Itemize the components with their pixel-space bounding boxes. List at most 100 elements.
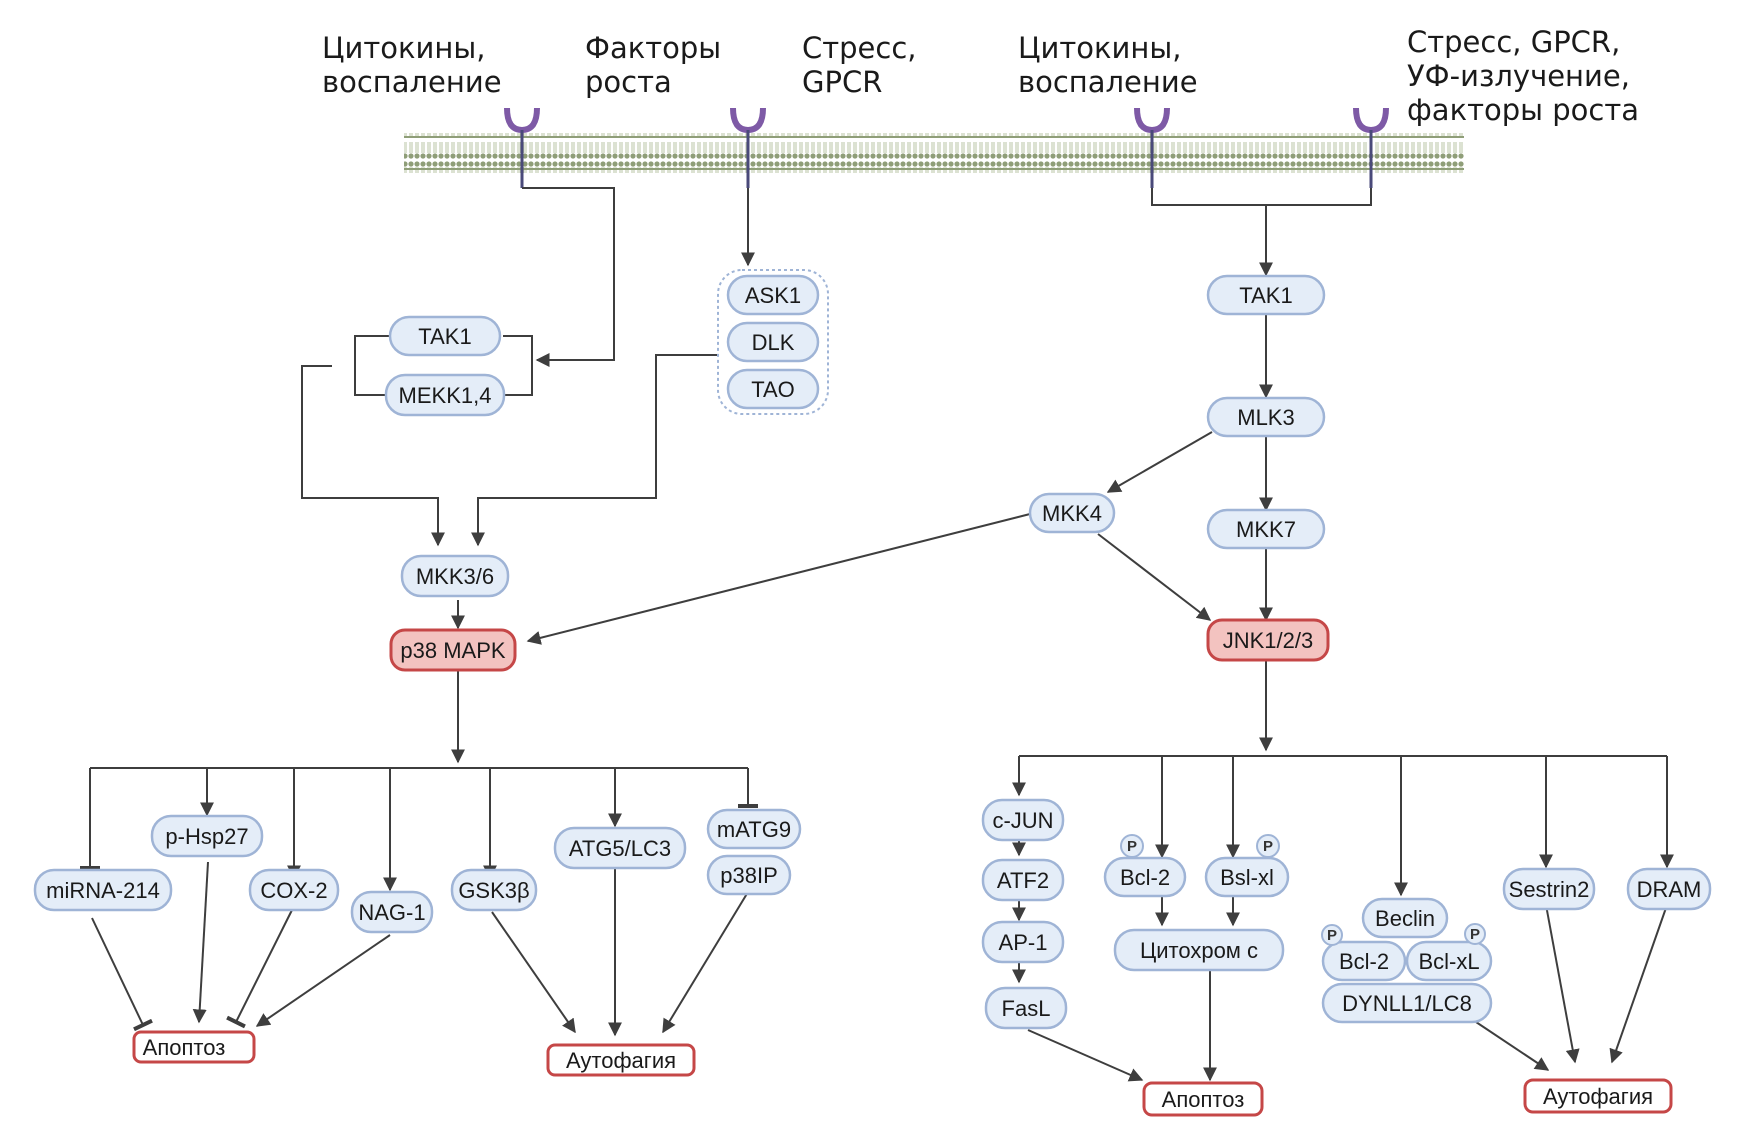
svg-text:DRAM: DRAM [1637,877,1702,902]
svg-text:Bcl-xL: Bcl-xL [1418,949,1479,974]
receptor-icon [1353,107,1389,188]
node-bcl2-complex: Bcl-2 [1321,940,1407,982]
svg-text:роста: роста [585,65,672,99]
svg-text:MKK4: MKK4 [1042,501,1102,526]
svg-text:MKK3/6: MKK3/6 [416,564,494,589]
node-c-jun: c-JUN [981,798,1065,842]
node-mkk36: MKK3/6 [400,554,510,598]
svg-text:УФ-излучение,: УФ-излучение, [1407,59,1630,93]
svg-text:факторы роста: факторы роста [1407,93,1639,127]
receptor-icon [1134,107,1170,188]
stimulus-label-growth-factors: Факторы роста [585,31,721,99]
svg-text:Bcl-2: Bcl-2 [1339,949,1389,974]
node-matg9: mATG9 [706,808,802,850]
svg-text:TAO: TAO [751,377,795,402]
node-tao: TAO [726,368,820,410]
svg-text:p38IP: p38IP [720,863,778,888]
node-cox2: COX-2 [248,868,340,912]
connectors [80,187,1031,1037]
node-atf2: ATF2 [981,858,1065,902]
phospho-badge: P [1120,834,1144,858]
node-mkk7: MKK7 [1206,508,1326,550]
svg-text:TAK1: TAK1 [1239,283,1292,308]
kinase-group-ask1-dlk-tao [717,269,829,415]
svg-text:ASK1: ASK1 [745,283,801,308]
svg-text:FasL: FasL [1002,996,1051,1021]
node-ap1: AP-1 [981,920,1065,964]
node-sestrin2: Sestrin2 [1502,867,1596,911]
node-dram: DRAM [1626,867,1712,911]
svg-text:Апоптоз: Апоптоз [1162,1087,1245,1112]
node-tak1-left: TAK1 [388,315,502,357]
node-cytochrome-c: Цитохром c [1113,928,1285,972]
cell-membrane [404,133,1464,173]
svg-text:JNK1/2/3: JNK1/2/3 [1223,628,1314,653]
svg-text:GSK3β: GSK3β [458,878,529,903]
svg-text:NAG-1: NAG-1 [358,900,425,925]
node-tak1-right: TAK1 [1206,274,1326,316]
svg-text:Цитокины,: Цитокины, [322,31,485,65]
connectors [1012,188,1674,1082]
svg-text:ATF2: ATF2 [997,868,1049,893]
svg-text:P: P [1327,927,1337,944]
svg-text:Апоптоз: Апоптоз [143,1035,226,1060]
svg-text:Аутофагия: Аутофагия [1543,1084,1653,1109]
stimulus-label-cytokines-right: Цитокины, воспаление [1018,31,1198,99]
phospho-badge: P [1321,924,1343,946]
svg-text:c-JUN: c-JUN [992,808,1053,833]
svg-text:Bcl-2: Bcl-2 [1120,865,1170,890]
receptor-icon [730,107,766,188]
svg-text:Sestrin2: Sestrin2 [1509,877,1590,902]
svg-text:Аутофагия: Аутофагия [566,1048,676,1073]
svg-text:DLK: DLK [752,330,795,355]
stimulus-label-cytokines-left: Цитокины, воспаление [322,31,502,99]
node-beclin: Beclin [1361,897,1449,939]
outcome-apoptosis-left: Апоптоз [132,1030,256,1064]
node-gsk3b: GSK3β [450,868,538,912]
node-atg5-lc3: ATG5/LC3 [553,826,687,870]
stimulus-label-stress-uv-growth: Стресс, GPCR, УФ-излучение, факторы рост… [1407,25,1639,127]
receptor-icon [504,107,540,188]
node-bsl-xl: Bsl-xl [1204,856,1290,898]
outcome-apoptosis-right: Апоптоз [1142,1081,1264,1117]
svg-text:Стресс,: Стресс, [802,31,917,65]
svg-text:p38 MAPK: p38 MAPK [400,638,505,663]
node-p38-mapk: p38 MAPK [389,628,517,672]
node-p38ip: p38IP [706,854,792,896]
node-bcl-xl: Bcl-xL [1405,940,1493,982]
phospho-badge: P [1464,923,1486,945]
outcome-autophagy-left: Аутофагия [546,1043,696,1077]
node-phsp27: p-Hsp27 [150,814,264,858]
svg-text:p-Hsp27: p-Hsp27 [165,824,248,849]
node-bcl2: Bcl-2 [1103,856,1187,898]
node-dynll1-lc8: DYNLL1/LC8 [1321,982,1493,1024]
node-mekk14: MEKK1,4 [384,373,506,417]
svg-text:MKK7: MKK7 [1236,517,1296,542]
node-mlk3: MLK3 [1206,396,1326,438]
node-ask1: ASK1 [726,274,820,316]
svg-text:COX-2: COX-2 [260,878,327,903]
svg-text:Стресс, GPCR,: Стресс, GPCR, [1407,25,1620,59]
svg-text:Beclin: Beclin [1375,906,1435,931]
svg-text:miRNA-214: miRNA-214 [46,878,160,903]
svg-text:mATG9: mATG9 [717,817,791,842]
svg-text:MEKK1,4: MEKK1,4 [399,383,492,408]
node-fasl: FasL [984,986,1068,1030]
svg-text:ATG5/LC3: ATG5/LC3 [569,836,671,861]
svg-text:TAK1: TAK1 [418,324,471,349]
node-jnk123: JNK1/2/3 [1206,618,1330,662]
outcome-autophagy-right: Аутофагия [1523,1078,1673,1114]
svg-text:воспаление: воспаление [1018,65,1198,99]
svg-text:DYNLL1/LC8: DYNLL1/LC8 [1342,991,1472,1016]
svg-text:Bsl-xl: Bsl-xl [1220,865,1274,890]
svg-text:GPCR: GPCR [802,65,882,99]
node-mirna214: miRNA-214 [33,868,173,912]
svg-text:P: P [1127,838,1137,855]
stimulus-label-stress-gpcr: Стресс, GPCR [802,31,917,99]
phospho-badge: P [1256,834,1280,858]
svg-text:Цитохром c: Цитохром c [1140,938,1258,963]
svg-text:Факторы: Факторы [585,31,721,65]
svg-text:P: P [1470,926,1480,943]
node-dlk: DLK [726,321,820,363]
